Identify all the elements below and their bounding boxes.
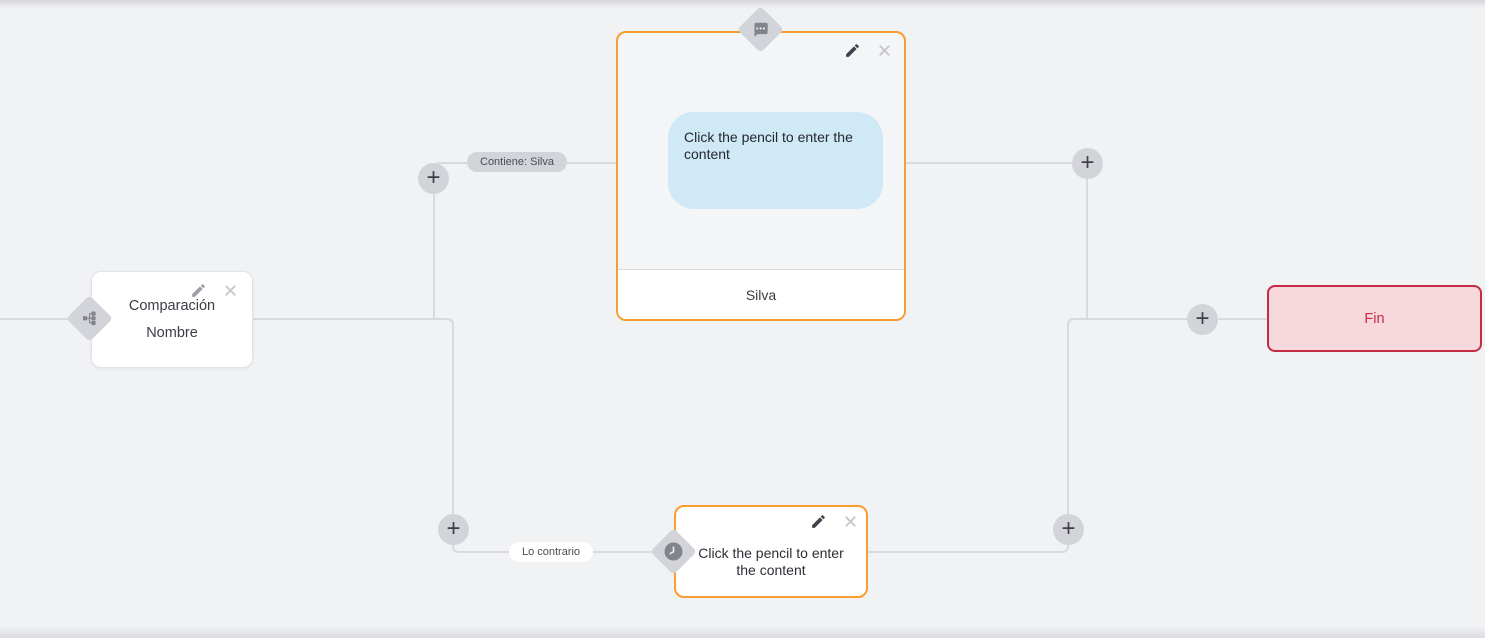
condition-subtitle: Nombre — [146, 325, 198, 341]
branch-icon — [82, 311, 96, 326]
delay-input-port[interactable] — [650, 528, 697, 575]
close-icon[interactable] — [222, 282, 239, 299]
message-preview-bubble: Click the pencil to enter the content — [668, 112, 883, 209]
condition-input-port[interactable] — [66, 295, 113, 342]
branch-label-otherwise[interactable]: Lo contrario — [508, 542, 594, 562]
add-node-button[interactable]: + — [1187, 304, 1218, 335]
condition-node[interactable]: Comparación Nombre — [91, 271, 253, 368]
add-node-button[interactable]: + — [1072, 148, 1103, 179]
add-node-button[interactable]: + — [438, 514, 469, 545]
delay-body-text: Click the pencil to enter the content — [698, 544, 844, 578]
close-icon[interactable] — [842, 513, 859, 530]
end-node[interactable]: Fin — [1267, 285, 1482, 352]
condition-title: Comparación — [128, 298, 216, 314]
end-label: Fin — [1364, 310, 1385, 327]
branch-label-match[interactable]: Contiene: Silva — [467, 152, 567, 172]
add-node-button[interactable]: + — [418, 163, 449, 194]
message-input-port[interactable] — [737, 6, 784, 53]
close-icon[interactable] — [876, 42, 893, 59]
edit-pencil-icon[interactable] — [810, 513, 827, 530]
edit-pencil-icon[interactable] — [844, 42, 861, 59]
edit-pencil-icon[interactable] — [190, 282, 207, 299]
add-node-button[interactable]: + — [1053, 514, 1084, 545]
message-node[interactable]: Click the pencil to enter the content Si… — [616, 31, 906, 321]
chat-bubble-icon — [754, 22, 769, 37]
delay-node[interactable]: Click the pencil to enter the content — [674, 505, 868, 598]
clock-icon — [664, 542, 683, 561]
message-footer-label: Silva — [618, 269, 904, 319]
